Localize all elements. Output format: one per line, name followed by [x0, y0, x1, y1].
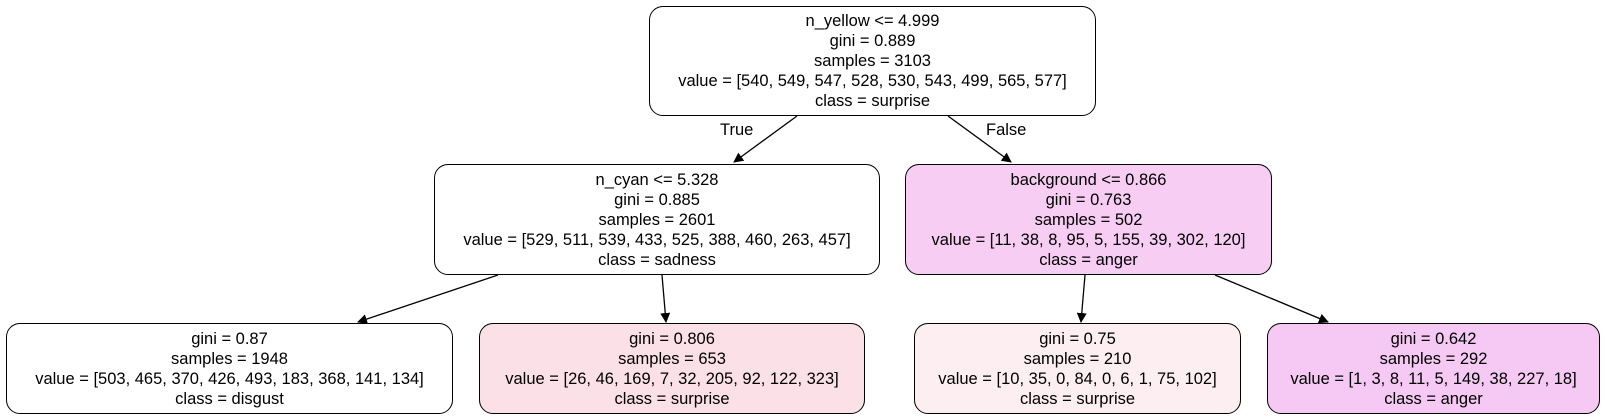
node-class: class = anger [1384, 389, 1483, 408]
node-samples: samples = 2601 [598, 210, 716, 229]
edge-root-right [947, 115, 1012, 163]
node-value: value = [503, 465, 370, 426, 493, 183, 3… [35, 369, 424, 388]
tree-leaf-3: gini = 0.75 samples = 210 value = [10, 3… [914, 323, 1241, 414]
node-class: class = disgust [175, 389, 284, 408]
edge-left-leaf2 [660, 274, 671, 323]
node-class: class = sadness [598, 250, 716, 269]
node-value: value = [540, 549, 547, 528, 530, 543, 4… [678, 72, 1067, 90]
tree-leaf-1: gini = 0.87 samples = 1948 value = [503,… [6, 323, 453, 414]
node-value: value = [10, 35, 0, 84, 0, 6, 1, 75, 102… [938, 369, 1217, 388]
node-gini: gini = 0.763 [1045, 190, 1132, 209]
node-split: n_cyan <= 5.328 [595, 170, 719, 189]
tree-leaf-2: gini = 0.806 samples = 653 value = [26, … [479, 323, 865, 414]
node-split: background <= 0.866 [1010, 170, 1167, 189]
tree-leaf-4: gini = 0.642 samples = 292 value = [1, 3… [1267, 323, 1600, 414]
tree-node-right: background <= 0.866 gini = 0.763 samples… [905, 164, 1272, 275]
node-split: n_yellow <= 4.999 [805, 12, 940, 30]
edge-right-leaf3 [1076, 274, 1087, 323]
edge-right-leaf4 [1214, 274, 1329, 324]
edge-label-true: True [720, 121, 754, 139]
node-samples: samples = 1948 [171, 349, 288, 368]
node-value: value = [529, 511, 539, 433, 525, 388, 4… [463, 230, 851, 249]
node-gini: gini = 0.806 [629, 329, 715, 348]
node-gini: gini = 0.889 [829, 32, 916, 50]
node-class: class = anger [1039, 250, 1138, 269]
node-gini: gini = 0.642 [1390, 329, 1477, 348]
edge-left-leaf1 [357, 274, 499, 324]
node-gini: gini = 0.75 [1039, 329, 1116, 348]
node-samples: samples = 502 [1034, 210, 1143, 229]
node-samples: samples = 292 [1379, 349, 1488, 368]
edge-label-false: False [986, 121, 1027, 139]
node-samples: samples = 210 [1023, 349, 1132, 368]
tree-node-root: n_yellow <= 4.999 gini = 0.889 samples =… [649, 6, 1096, 116]
node-class: class = surprise [614, 389, 730, 408]
node-samples: samples = 3103 [814, 52, 931, 70]
tree-node-left: n_cyan <= 5.328 gini = 0.885 samples = 2… [434, 164, 880, 275]
node-value: value = [1, 3, 8, 11, 5, 149, 38, 227, 1… [1290, 369, 1577, 388]
node-value: value = [26, 46, 169, 7, 32, 205, 92, 12… [505, 369, 839, 388]
node-class: class = surprise [814, 92, 931, 110]
edge-root-left [733, 115, 798, 163]
node-samples: samples = 653 [618, 349, 726, 368]
node-class: class = surprise [1019, 389, 1136, 408]
node-gini: gini = 0.885 [614, 190, 700, 209]
node-value: value = [11, 38, 8, 95, 5, 155, 39, 302,… [931, 230, 1246, 249]
node-gini: gini = 0.87 [191, 329, 268, 348]
